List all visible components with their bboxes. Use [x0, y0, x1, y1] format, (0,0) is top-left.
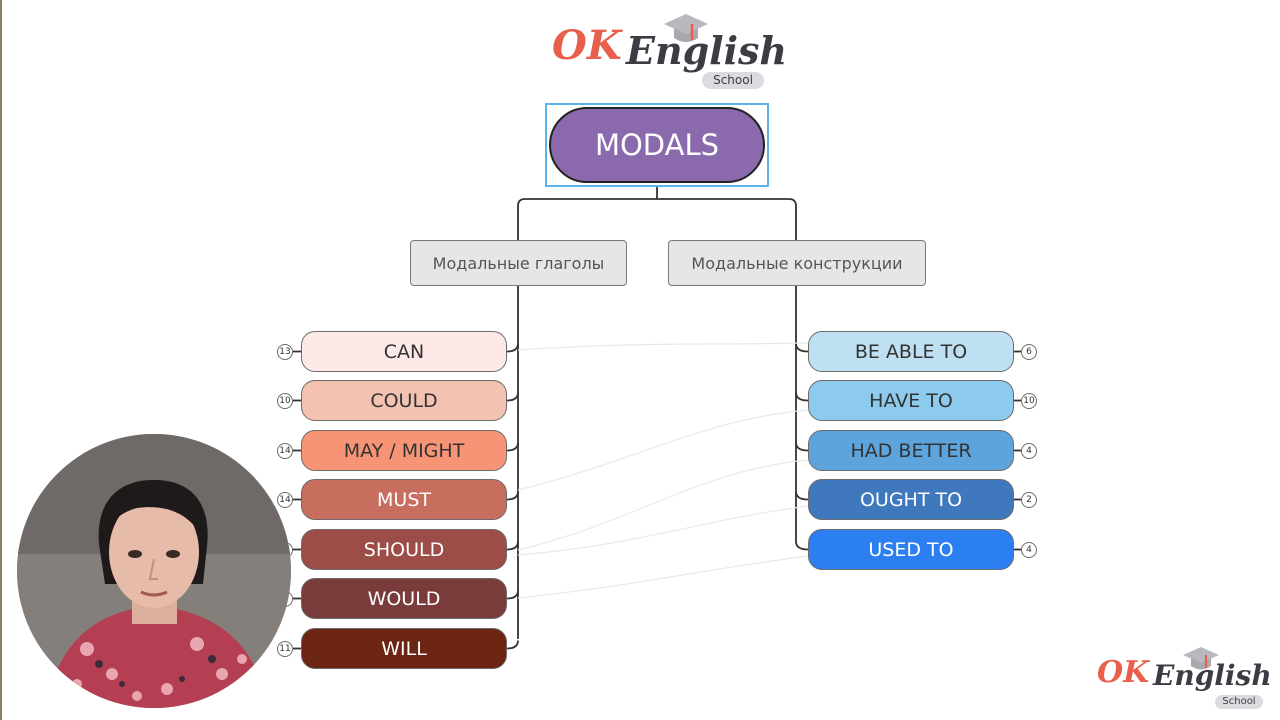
child-count-badge[interactable]: 6 — [1021, 344, 1037, 360]
verb-label: COULD — [370, 389, 438, 412]
construction-node[interactable]: HAD BETTER — [808, 430, 1014, 471]
presenter-image — [17, 434, 291, 708]
verb-label: MAY / MIGHT — [343, 439, 465, 462]
construction-node[interactable]: OUGHT TO — [808, 479, 1014, 520]
root-node-modals[interactable]: MODALS — [549, 107, 765, 183]
verb-node[interactable]: CAN — [301, 331, 507, 372]
construction-label: USED TO — [868, 538, 954, 561]
child-count-badge[interactable]: 11 — [277, 641, 293, 657]
construction-node[interactable]: USED TO — [808, 529, 1014, 570]
child-count-badge[interactable]: 14 — [277, 492, 293, 508]
child-count-badge[interactable]: 13 — [277, 344, 293, 360]
construction-label: HAD BETTER — [850, 439, 972, 462]
root-selection-frame — [545, 103, 769, 187]
category-modal-verbs[interactable]: Модальные глаголы — [410, 240, 627, 286]
logo-english: English — [1153, 659, 1272, 692]
graduation-cap-icon — [664, 14, 708, 42]
construction-label: HAVE TO — [869, 389, 953, 412]
child-count-badge[interactable]: 10 — [1021, 393, 1037, 409]
child-count-badge[interactable]: 2 — [1021, 492, 1037, 508]
slide-left-edge — [0, 0, 2, 720]
logo-school-badge: School — [1215, 695, 1263, 709]
construction-node[interactable]: HAVE TO — [808, 380, 1014, 421]
logo-school-badge: School — [702, 72, 764, 89]
verb-node[interactable]: SHOULD — [301, 529, 507, 570]
verb-node[interactable]: COULD — [301, 380, 507, 421]
child-count-badge[interactable]: 10 — [277, 393, 293, 409]
logo-corner: OK English School — [1097, 645, 1272, 715]
logo-top: OK English School — [552, 12, 787, 92]
verb-node[interactable]: MUST — [301, 479, 507, 520]
category-modal-constructions[interactable]: Модальные конструкции — [668, 240, 926, 286]
verb-node[interactable]: WILL — [301, 628, 507, 669]
verb-label: CAN — [383, 340, 425, 363]
child-count-badge[interactable]: 4 — [1021, 542, 1037, 558]
child-count-badge[interactable]: 4 — [1021, 443, 1037, 459]
construction-label: BE ABLE TO — [854, 340, 968, 363]
verb-node[interactable]: WOULD — [301, 578, 507, 619]
graduation-cap-icon — [1183, 647, 1219, 670]
verb-label: SHOULD — [363, 538, 445, 561]
verb-node[interactable]: MAY / MIGHT — [301, 430, 507, 471]
logo-ok: OK — [1097, 655, 1150, 690]
logo-english: English — [626, 28, 788, 73]
verb-label: MUST — [377, 488, 431, 511]
logo-ok: OK — [552, 22, 622, 69]
child-count-badge[interactable]: 14 — [277, 443, 293, 459]
verb-label: WILL — [381, 637, 427, 660]
construction-node[interactable]: BE ABLE TO — [808, 331, 1014, 372]
webcam-presenter-video — [17, 434, 291, 708]
construction-label: OUGHT TO — [859, 488, 963, 511]
verb-label: WOULD — [367, 587, 441, 610]
